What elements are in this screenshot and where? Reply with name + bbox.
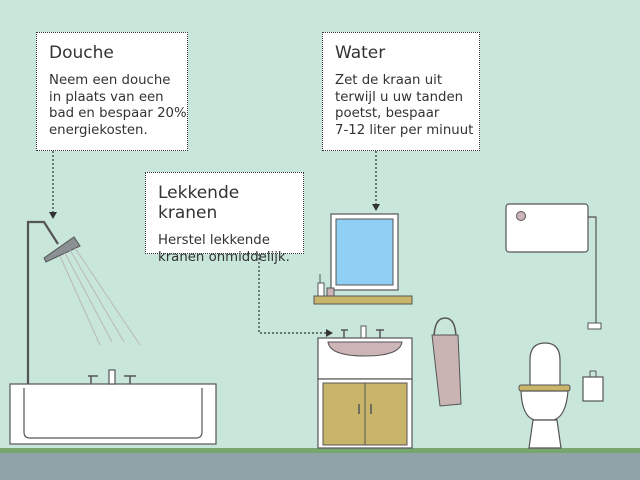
- callout-douche-line: energiekosten.: [49, 122, 148, 138]
- callout-water-body: Zet de kraan uit terwijl u uw tanden poe…: [335, 73, 474, 139]
- callout-douche-line: Neem een douche: [49, 73, 171, 88]
- toilet-icon: [518, 342, 604, 449]
- leader-arrowheads: [49, 204, 380, 337]
- callout-douche-line: bad en bespaar 20%: [49, 106, 187, 121]
- callout-kranen-title: Lekkende kranen: [158, 183, 240, 223]
- bathtub-icon: [9, 369, 217, 445]
- callout-kranen-line: Herstel lekkende: [158, 233, 270, 248]
- callout-douche-body: Neem een douche in plaats van een bad en…: [49, 73, 187, 139]
- callout-water: Water Zet de kraan uit terwijl u uw tand…: [322, 32, 480, 151]
- callout-water-line: Zet de kraan uit: [335, 73, 443, 88]
- leader-lines: [52, 151, 377, 334]
- callout-water-line: 7-12 liter per minuut: [335, 122, 474, 138]
- arrow-right-icon: [326, 329, 333, 337]
- shower-head-icon: [26, 220, 141, 388]
- callout-water-title: Water: [335, 43, 386, 63]
- callout-kranen-body: Herstel lekkende kranen onmiddelijk.: [158, 233, 293, 266]
- mirror-icon: [313, 213, 413, 305]
- callout-lekkende-kranen: Lekkende kranen Herstel lekkende kranen …: [145, 172, 304, 265]
- arrow-down-icon: [49, 212, 57, 219]
- callout-water-line: terwijl u uw tanden: [335, 89, 464, 105]
- callout-douche: Douche Neem een douche in plaats van een…: [36, 32, 188, 151]
- callout-kranen-line: kranen onmiddelijk.: [158, 249, 290, 265]
- callout-douche-line: in plaats van een: [49, 89, 164, 105]
- callout-douche-title: Douche: [49, 43, 114, 63]
- towel-icon: [431, 317, 462, 407]
- sink-cabinet-icon: [317, 325, 413, 449]
- arrow-down-icon: [372, 204, 380, 211]
- boiler-icon: [505, 203, 602, 330]
- floor: [0, 448, 640, 480]
- callout-water-line: poetst, bespaar: [335, 106, 440, 121]
